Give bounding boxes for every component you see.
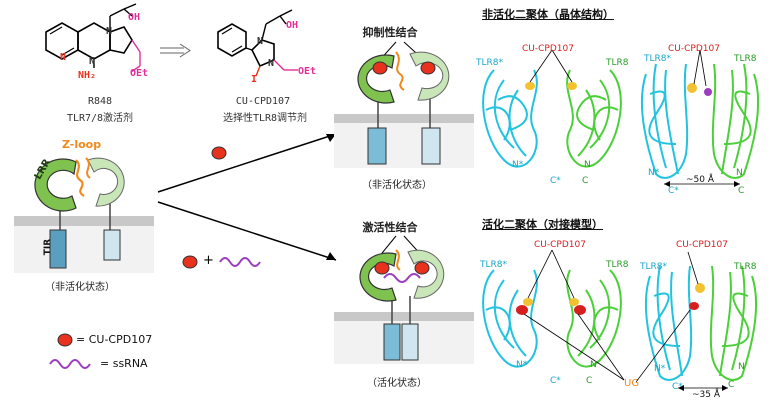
rb-ug-label: UG [624, 378, 640, 389]
crystal-structure-front [482, 49, 622, 168]
rt2-tlr8: TLR8 [734, 54, 757, 64]
rt-nstar: N* [512, 160, 524, 170]
tir-label: TIR [43, 238, 54, 256]
hollow-arrow-icon [160, 44, 191, 58]
rt2-c: C [738, 186, 745, 196]
r848-structure [45, 3, 141, 73]
legend-ssrna-icon [49, 359, 91, 369]
activating-title: 激活性结合 [362, 221, 418, 234]
legend-ligand-label: = CU-CPD107 [76, 333, 153, 346]
rb2-c: C [728, 380, 735, 390]
cpd107-n2: N [268, 58, 275, 69]
rt2-distance: ~50 Å [686, 175, 715, 185]
cpd107-desc: 选择性TLR8调节剂 [222, 113, 308, 124]
r848-nh2: NH₂ [78, 70, 97, 81]
rb2-tlr8star: TLR8* [640, 262, 667, 272]
ligand-icon-2 [182, 255, 198, 269]
rb2-cpd-label: CU-CPD107 [676, 240, 728, 250]
r848-name: R848 [87, 96, 113, 107]
r848-n3: N [60, 52, 67, 63]
cpd107-i: I [251, 74, 258, 85]
arrows [157, 133, 337, 261]
rb-n: N [590, 360, 597, 370]
rt2-cstar: C* [668, 186, 679, 196]
activating-state: （活化状态） [367, 378, 427, 389]
rb2-cstar: C* [672, 382, 683, 392]
rt2-nstar: N* [648, 168, 660, 178]
r848-desc: TLR7/8激活剂 [66, 113, 134, 124]
docked-model-front [482, 249, 625, 381]
rb-cstar: C* [550, 376, 561, 386]
cpd107-name: CU-CPD107 [235, 96, 291, 107]
zloop-label: Z-loop [62, 138, 102, 151]
inhibitory-title: 抑制性结合 [362, 26, 418, 39]
crystal-structure-side [640, 49, 760, 187]
rt-c: C [582, 176, 589, 186]
right-top-title: 非活化二聚体（晶体结构） [482, 8, 614, 21]
inhibitory-state: （非活化状态） [362, 180, 432, 191]
activating-schematic [334, 235, 474, 364]
docked-model-side [636, 251, 758, 391]
r848-n2: N [89, 56, 96, 67]
rt-n: N [584, 160, 591, 170]
rb-cpd-label: CU-CPD107 [534, 240, 586, 250]
r848-oh: OH [128, 12, 141, 23]
r848-n: N [106, 26, 113, 37]
cpd107-oh: OH [286, 20, 299, 31]
right-bottom-title: 活化二聚体（对接模型） [482, 218, 603, 231]
rt-tlr8star: TLR8* [476, 58, 503, 68]
cpd107-n: N [257, 36, 264, 47]
cpd107-oet: OEt [298, 66, 317, 77]
rb2-distance: ~35 Å [692, 390, 721, 400]
rb-nstar: N* [516, 360, 528, 370]
ligand-icon [211, 146, 227, 160]
rt-cstar: C* [550, 176, 561, 186]
rb2-nstar: N* [654, 364, 666, 374]
rb-tlr8star: TLR8* [480, 260, 507, 270]
rt-cpd-label: CU-CPD107 [522, 44, 574, 54]
plus-sign: + [203, 253, 214, 268]
inhibitory-schematic [334, 41, 474, 168]
rb-tlr8: TLR8 [606, 260, 629, 270]
rt-tlr8: TLR8 [606, 58, 629, 68]
rb-c: C [586, 376, 593, 386]
legend-ligand-icon [57, 333, 73, 347]
rb2-tlr8: TLR8 [734, 262, 757, 272]
ssrna-icon [219, 257, 261, 267]
rb2-n: N [738, 362, 745, 372]
rt2-tlr8star: TLR8* [644, 54, 671, 64]
rt2-n: N [736, 168, 743, 178]
inactive-receptor-schematic [14, 157, 154, 273]
legend-ssrna-label: = ssRNA [100, 357, 148, 370]
rt2-cpd-label: CU-CPD107 [668, 44, 720, 54]
r848-oet: OEt [130, 68, 149, 79]
left-state-label: （非活化状态） [45, 282, 115, 293]
cpd107-structure [217, 9, 298, 77]
